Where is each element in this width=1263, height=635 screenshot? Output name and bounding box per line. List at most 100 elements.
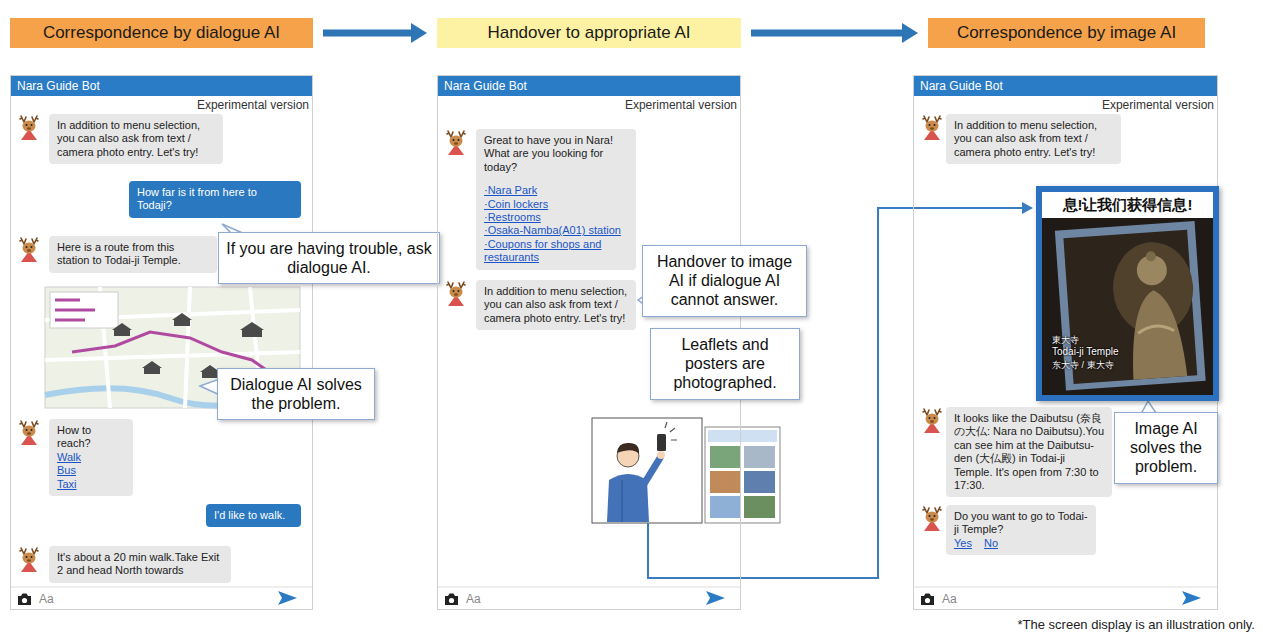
drawing-part [450,287,463,298]
drawing-part [930,420,934,422]
bot-bubble: Here is a route from this station to Tod… [49,236,217,273]
node-text: It's about a 20 min walk.Take Exit 2 and… [57,551,223,578]
arrow-shaft [751,30,904,37]
drawing-part [31,246,33,248]
node-text: How far is it from here to Todaji? [137,186,293,213]
camera-icon [921,594,934,606]
photographer-illustration [592,418,702,523]
camera-lens [925,598,930,603]
menu-link: Taxi [57,478,125,491]
input-divider [11,587,312,588]
node-text: Leaflets and posters are photographed. [657,335,793,393]
bot-avatar [920,114,944,140]
callout-pointers [200,224,1158,416]
stage-heading: Correspondence by image AI [928,18,1205,48]
input-divider [438,587,740,588]
user-bubble: How far is it from here to Todaji? [129,181,301,218]
flow-arrow [751,23,918,43]
arrow-head [902,23,918,43]
bot-avatar [444,280,468,306]
bot-avatar [920,505,944,531]
person-arm [644,458,660,484]
person-hair [617,443,639,454]
poster-illustration [705,427,780,523]
bot-avatar [17,236,41,262]
drawing-part [930,127,934,129]
menu-link: Walk [57,451,125,464]
ptitle-text: Nara Guide Bot [438,76,740,96]
node-text: If you are having trouble, ask dialogue … [225,239,433,277]
input-divider [914,587,1217,588]
ph-l-text: 东大寺 / 東大寺 [1052,359,1114,372]
drawing-part [240,322,264,337]
pinput-text: Aa [39,592,54,606]
drawing-part [23,243,36,254]
drawing-part [453,290,455,292]
node-text: Image AI solves the problem. [1119,419,1213,477]
callout-box: If you are having trouble, ask dialogue … [218,232,440,284]
menu-link: ·Nara Park [484,184,628,197]
bot-bubble: In addition to menu selection, you can a… [476,280,636,330]
psub-text: Experimental version [625,98,737,112]
menu-link: Bus [57,464,125,477]
node-text: Dialogue AI solves the problem. [224,375,368,413]
user-bubble: I'd like to walk. [206,504,301,527]
bot-bubble: It looks like the Daibutsu (奈良の大仏: Nara … [946,407,1112,497]
drawing-part [27,249,31,251]
node-text: In addition to menu selection, you can a… [954,119,1113,159]
drawing-part [26,556,28,558]
node-text: Great to have you in Nara! What are you … [484,134,628,174]
photo-path-head [1022,202,1033,214]
drawing-part [17,419,41,445]
camera-icon [445,594,458,606]
map-inset [50,292,118,328]
drawing-part [112,323,132,336]
send-icon [706,591,725,605]
menu-link: ·Coin lockers [484,198,628,211]
drawing-part [934,417,936,419]
drawing-part [920,114,944,140]
send-icon [1182,591,1201,605]
drawing-part [17,546,41,572]
stage-heading: Correspondence by dialogue AI [10,18,313,48]
callout-box: Dialogue AI solves the problem. [217,368,375,420]
node-text: In addition to menu selection, you can a… [484,285,628,325]
drawing-part [929,124,931,126]
drawing-part [458,290,460,292]
drawing-part [26,246,28,248]
bot-avatar [920,407,944,433]
ptitle-text: Nara Guide Bot [914,76,1217,96]
ph-l-text: Todai-ji Temple [1052,346,1119,357]
drawing-part [454,142,458,144]
node-text: Correspondence by image AI [934,23,1199,43]
drawing-part [920,505,944,531]
drawing-part [26,429,28,431]
drawing-part [142,361,162,374]
menu-link: ·Restrooms [484,211,628,224]
drawing-part [23,553,36,564]
drawing-part [31,556,33,558]
drawing-part [1127,288,1187,380]
arrow-head [411,23,427,43]
drawing-part [27,559,31,561]
poster-photo [710,446,741,468]
map-inset-lines [55,300,95,320]
drawing-part [26,124,28,126]
node-text: I'd like to walk. [214,509,293,522]
poster-photo [744,496,775,518]
bot-bubble: In addition to menu selection, you can a… [49,114,223,164]
ph-top-text: 息!让我们获得信息! [1042,192,1213,218]
node-text: How to reach? [57,424,125,451]
bot-bubble: How to reach?WalkBusTaxi [49,419,133,496]
ptitle-text: Nara Guide Bot [11,76,312,96]
person-hand [657,451,665,459]
person-shirt-line [622,480,623,522]
poster-photo [744,471,775,493]
camera-lens [22,598,27,603]
bot-avatar [17,546,41,572]
drawing-part [926,121,939,132]
poster-title-band [708,430,777,442]
callout-box: Handover to image AI if dialogue AI cann… [642,245,807,317]
menu-link: ·Osaka-Namba(A01) station [484,224,628,237]
bot-bubble: Do you want to go to Todai-ji Temple?Yes… [946,505,1096,555]
